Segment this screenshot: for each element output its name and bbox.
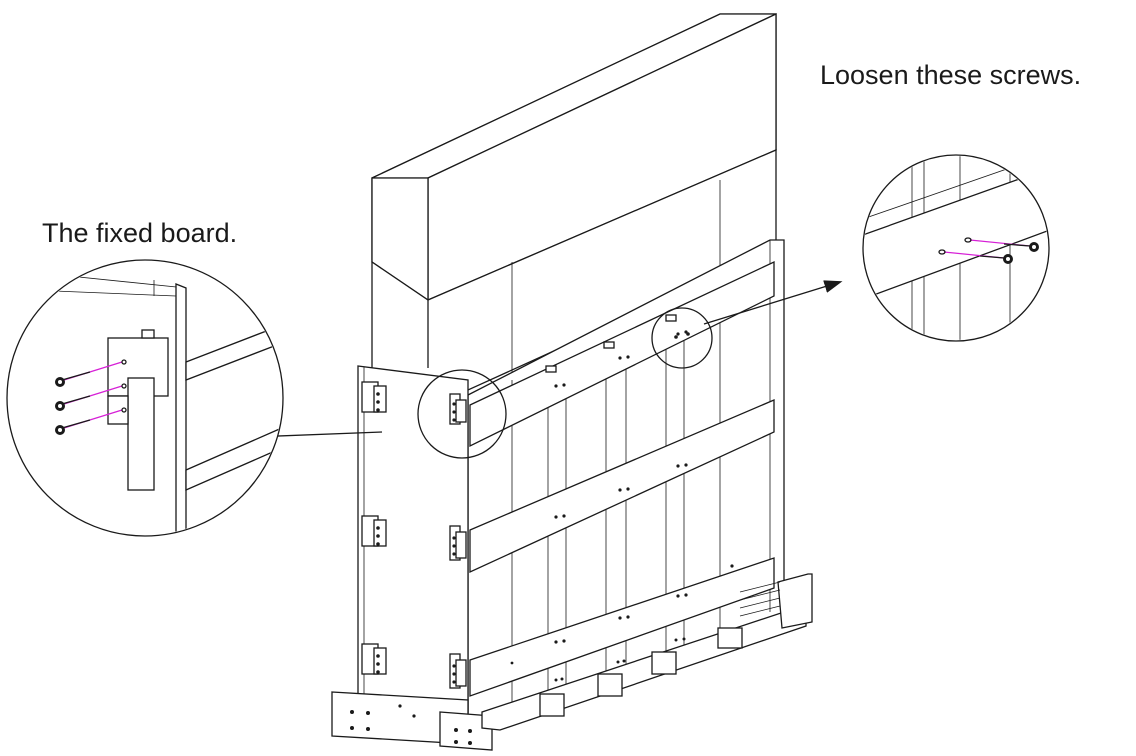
fixed-board-detail-marker bbox=[417, 369, 507, 459]
screws-callout bbox=[862, 154, 1050, 342]
screw-icon bbox=[1003, 242, 1039, 252]
screw-icon bbox=[55, 371, 91, 387]
loosen-screws-label: Loosen these screws. bbox=[820, 60, 1082, 90]
screw-icon bbox=[55, 395, 91, 411]
fixed-board-callout bbox=[6, 259, 284, 537]
arrow-to-screws-callout bbox=[703, 280, 843, 325]
side-brackets bbox=[361, 381, 467, 689]
cross-battens bbox=[469, 260, 775, 697]
top-cap-box bbox=[371, 12, 777, 302]
fixed-board-label: The fixed board. bbox=[42, 218, 238, 248]
screw-icon bbox=[979, 254, 1013, 264]
pallet-base bbox=[331, 573, 813, 751]
screw-icon bbox=[55, 419, 91, 435]
screws-detail-marker bbox=[651, 307, 713, 369]
